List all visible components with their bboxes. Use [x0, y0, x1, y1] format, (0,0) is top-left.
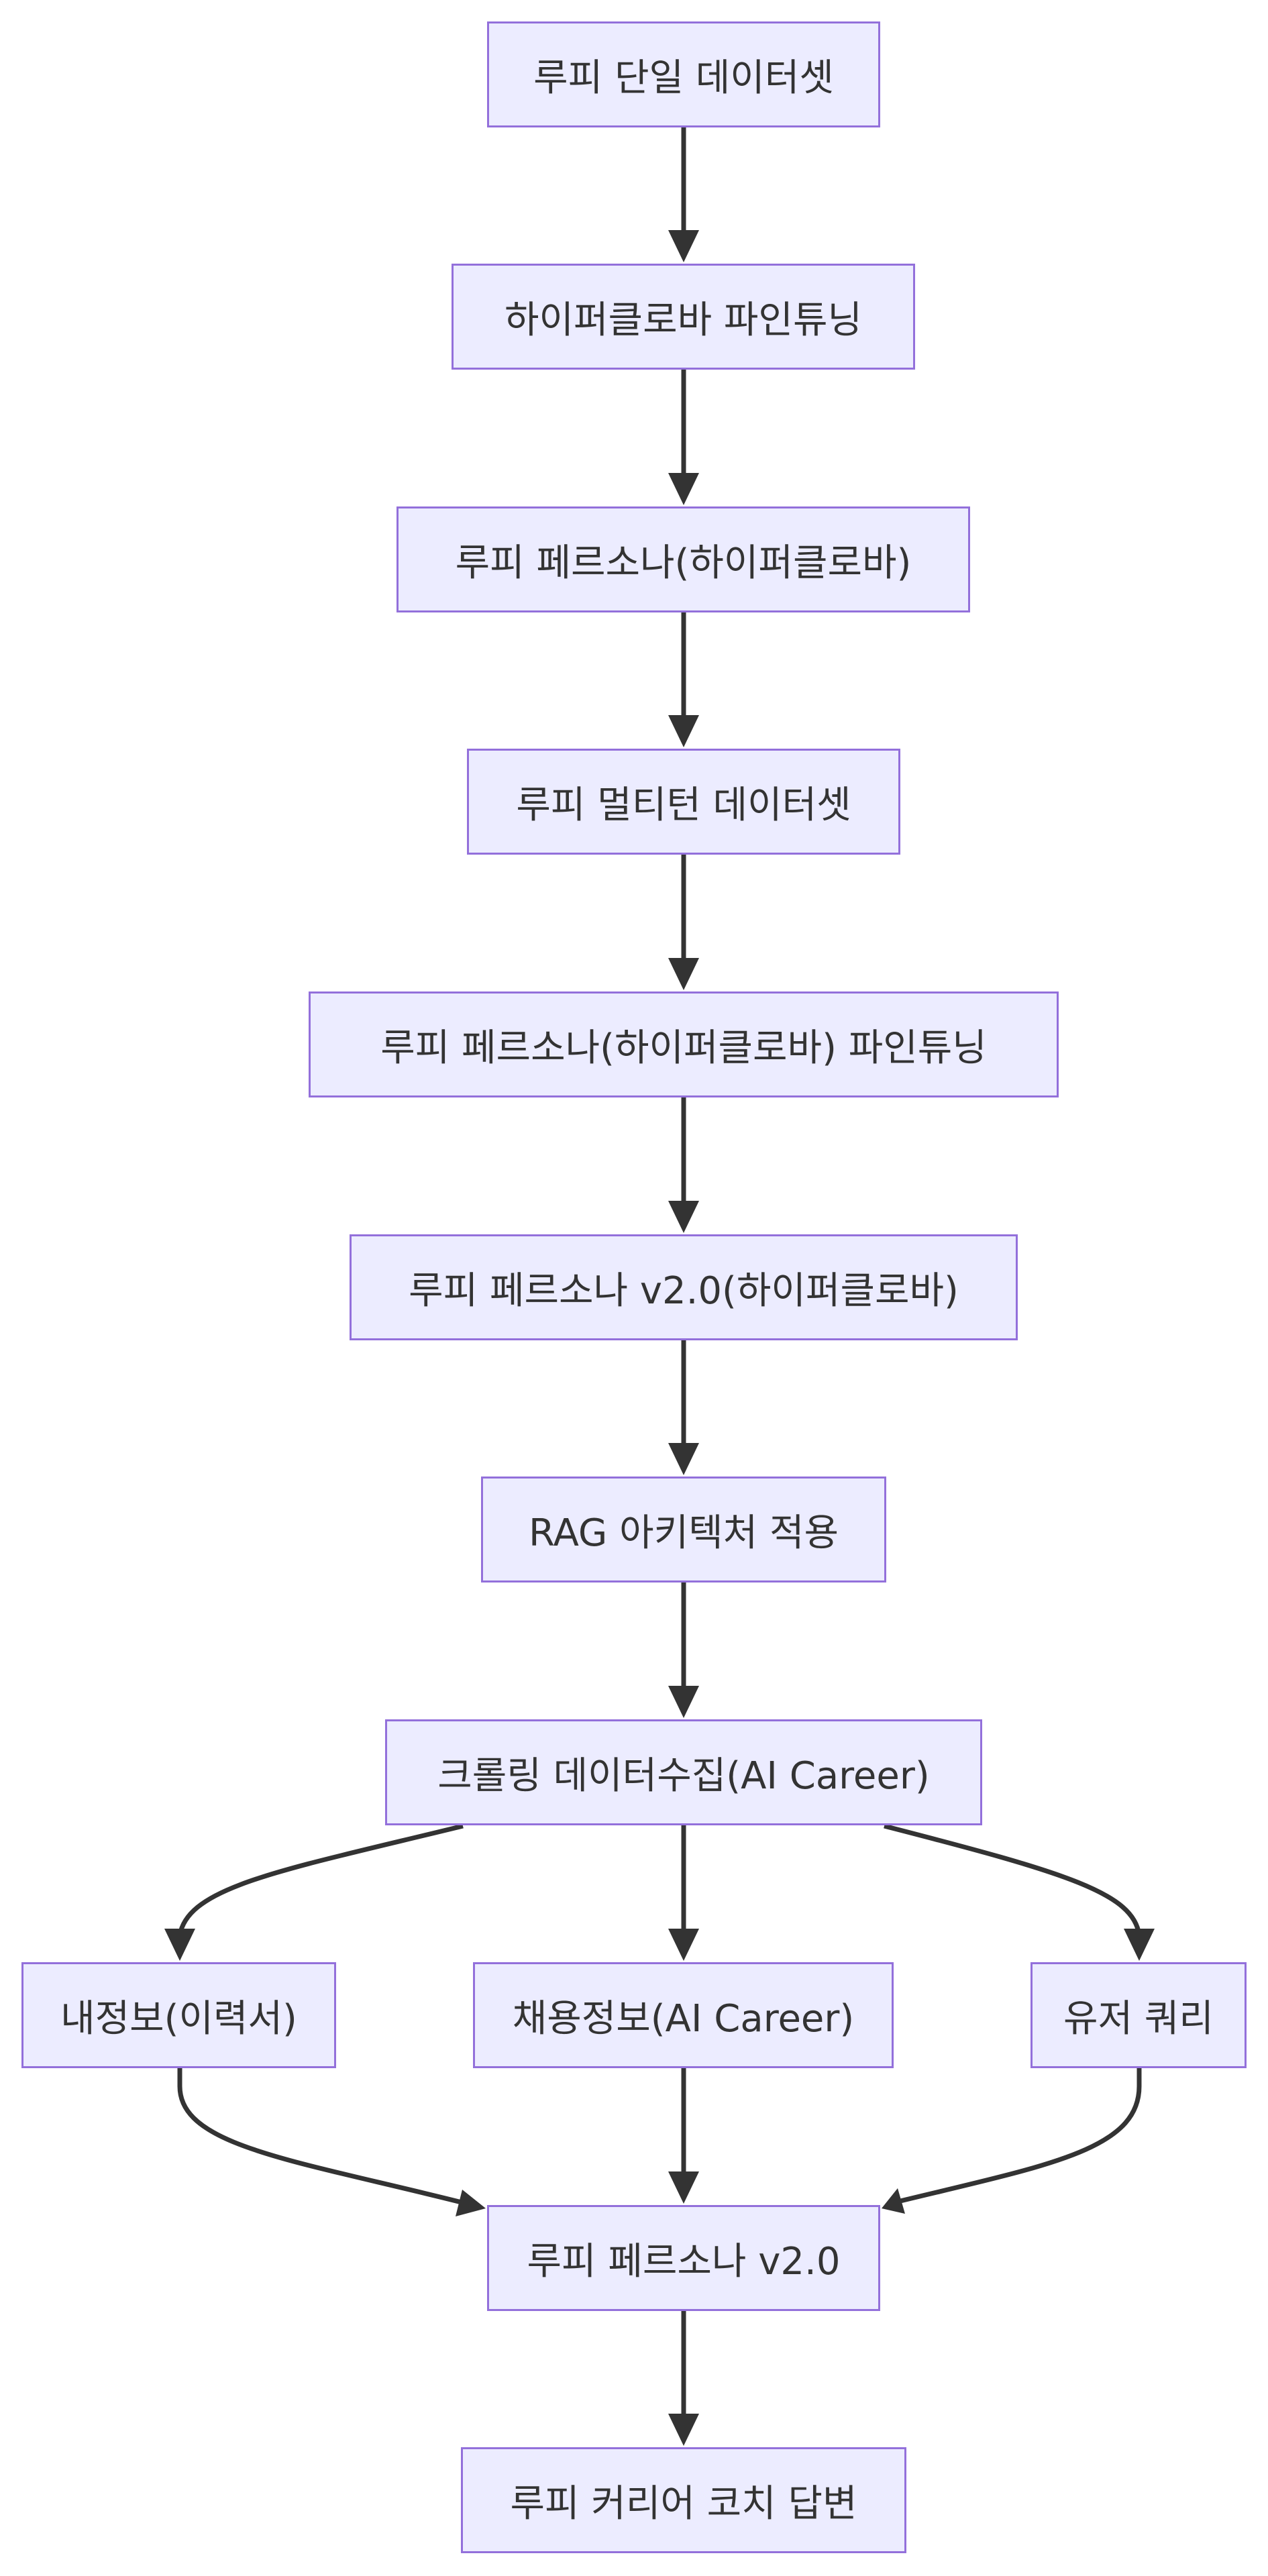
node-my-info-resume: 내정보(이력서) — [21, 1962, 336, 2068]
node-lupi-persona-v2: 루피 페르소나 v2.0 — [487, 2205, 880, 2311]
node-label: RAG 아키텍처 적용 — [528, 1511, 839, 1555]
node-lupi-persona-v2-hyperclova: 루피 페르소나 v2.0(하이퍼클로바) — [350, 1234, 1018, 1340]
node-label: 루피 멀티턴 데이터셋 — [516, 783, 851, 827]
arrowhead-n2 — [668, 230, 699, 262]
node-lupi-persona-hyperclova: 루피 페르소나(하이퍼클로바) — [397, 506, 970, 612]
node-label: 루피 커리어 코치 답변 — [510, 2481, 857, 2526]
node-user-query: 유저 쿼리 — [1031, 1962, 1247, 2068]
arrowhead-n8 — [668, 1686, 699, 1718]
edge-n11-n12 — [897, 2068, 1142, 2204]
arrowhead-n13 — [668, 2414, 699, 2446]
arrowhead-n9 — [164, 1929, 195, 1961]
edge-n8-n9 — [177, 1823, 464, 1936]
node-label: 유저 쿼리 — [1063, 1996, 1214, 2041]
node-label: 루피 페르소나(하이퍼클로바) — [455, 541, 912, 585]
arrowhead-n12-mid — [668, 2171, 699, 2204]
edge-n8-n11 — [884, 1823, 1142, 1936]
node-label: 루피 페르소나(하이퍼클로바) 파인튜닝 — [380, 1026, 987, 1070]
node-hyperclova-finetuning: 하이퍼클로바 파인튜닝 — [452, 264, 915, 370]
node-label: 내정보(이력서) — [60, 1996, 297, 2041]
node-label: 하이퍼클로바 파인튜닝 — [504, 298, 862, 342]
arrowhead-n6 — [668, 1201, 699, 1233]
node-label: 루피 페르소나 v2.0(하이퍼클로바) — [409, 1269, 959, 1313]
arrowhead-n11 — [1124, 1929, 1155, 1961]
node-lupi-single-dataset: 루피 단일 데이터셋 — [487, 21, 880, 127]
arrowhead-n5 — [668, 958, 699, 990]
arrowhead-n7 — [668, 1443, 699, 1475]
node-rag-architecture: RAG 아키텍처 적용 — [481, 1477, 886, 1582]
node-job-info: 채용정보(AI Career) — [473, 1962, 894, 2068]
node-label: 크롤링 데이터수집(AI Career) — [437, 1754, 930, 1798]
node-lupi-persona-finetuning: 루피 페르소나(하이퍼클로바) 파인튜닝 — [309, 991, 1059, 1097]
arrowhead-n4 — [668, 715, 699, 747]
arrowhead-n12-left — [456, 2190, 486, 2216]
edge-n9-n12 — [177, 2068, 470, 2207]
node-lupi-career-coach-answer: 루피 커리어 코치 답변 — [461, 2447, 906, 2553]
node-lupi-multiturn-dataset: 루피 멀티턴 데이터셋 — [467, 749, 900, 855]
node-crawling-data-collection: 크롤링 데이터수집(AI Career) — [385, 1719, 982, 1825]
arrowhead-n10 — [668, 1929, 699, 1961]
arrowhead-n3 — [668, 473, 699, 505]
node-label: 채용정보(AI Career) — [512, 1996, 855, 2041]
node-label: 루피 페르소나 v2.0 — [527, 2239, 841, 2284]
arrowhead-n12-right — [882, 2188, 905, 2214]
node-label: 루피 단일 데이터셋 — [533, 56, 834, 100]
